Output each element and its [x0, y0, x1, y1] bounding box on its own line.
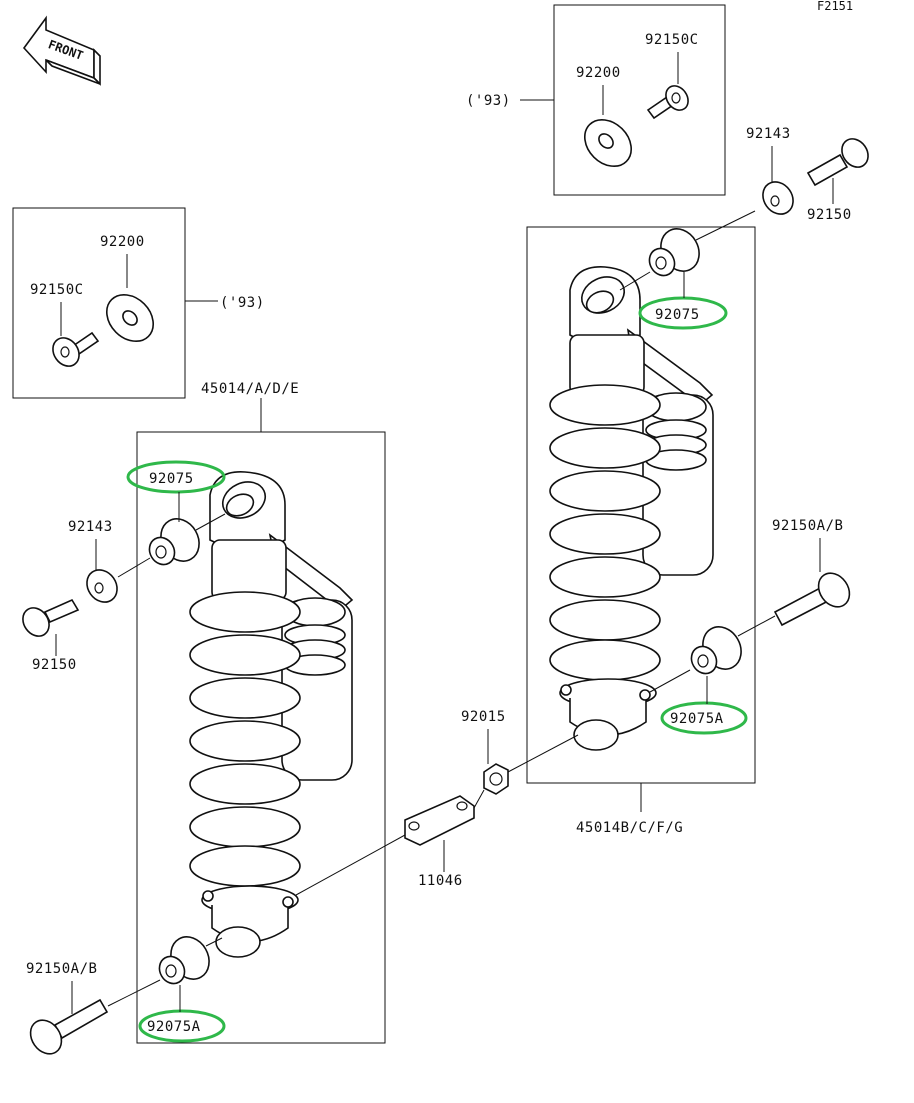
label-92200-left: 92200	[100, 234, 145, 250]
highlight-92075-left	[126, 460, 226, 494]
front-arrow-icon: FRONT	[22, 15, 101, 86]
label-92150-right: 92150	[807, 207, 852, 223]
label-92015: 92015	[461, 709, 506, 725]
label-92200-right: 92200	[576, 65, 621, 81]
shock-absorber-left: 45014/A/D/E	[22, 381, 386, 1055]
bush-92075a-left-icon	[158, 936, 210, 985]
bush-92075a-right-icon	[690, 626, 742, 675]
label-92150c-left: 92150C	[30, 282, 84, 298]
label-92150ab-left: 92150A/B	[26, 961, 97, 977]
label-year-left: ('93)	[220, 295, 265, 311]
label-92143-left: 92143	[68, 519, 113, 535]
top-eye-right-icon	[569, 266, 641, 346]
washer-92200-right-icon	[584, 119, 632, 167]
highlight-92075a-right	[660, 701, 748, 735]
label-assy-left: 45014/A/D/E	[201, 381, 299, 397]
label-92150c-right: 92150C	[645, 32, 699, 48]
bolt-92150ab-left-icon	[29, 998, 109, 1055]
washer-92200-left-icon	[106, 294, 154, 342]
kit-box-left: ('93) 92200 92150C	[12, 207, 265, 399]
label-92150-left: 92150	[32, 657, 77, 673]
highlight-92075-right	[638, 296, 728, 330]
spring-left-icon	[189, 591, 301, 887]
label-92143-right: 92143	[746, 126, 791, 142]
label-92075a-left: 92075A	[147, 1019, 201, 1035]
lower-eye-right-icon	[559, 678, 657, 751]
spring-right-icon	[549, 384, 661, 681]
label-92150ab-right: 92150A/B	[772, 518, 843, 534]
label-92075-right: 92075	[655, 307, 700, 323]
label-year-right: ('93)	[466, 93, 511, 109]
bolt-92150c-right-icon	[646, 85, 689, 120]
label-11046: 11046	[418, 873, 463, 889]
bracket-11046-icon	[404, 795, 475, 846]
bush-92075-right-top-icon	[648, 228, 700, 277]
highlight-92075a-left	[138, 1009, 226, 1043]
collar-92143-right-icon	[762, 181, 794, 215]
kit-box-right: ('93) 92150C 92200	[466, 4, 726, 196]
upper-cylinder-left-icon	[211, 539, 287, 601]
reservoir-left-icon	[268, 533, 354, 781]
label-92075-left: 92075	[149, 471, 194, 487]
bush-92075-left-top-icon	[148, 518, 200, 566]
bolt-92150ab-right-icon	[773, 572, 851, 627]
label-92075a-right: 92075A	[670, 711, 724, 727]
shock-absorber-right: 45014B/C/F/G	[526, 126, 869, 836]
lower-eye-left-icon	[201, 885, 299, 958]
top-eye-left-icon	[209, 471, 286, 551]
bolt-92150-left-icon	[22, 598, 80, 637]
label-assy-right: 45014B/C/F/G	[576, 820, 683, 836]
collar-92143-left-icon	[86, 569, 118, 603]
bolt-92150-right-icon	[806, 138, 869, 187]
bolt-92150c-left-icon	[52, 331, 100, 367]
nut-92015-icon	[483, 763, 509, 795]
figure-code: F2151	[817, 0, 853, 13]
